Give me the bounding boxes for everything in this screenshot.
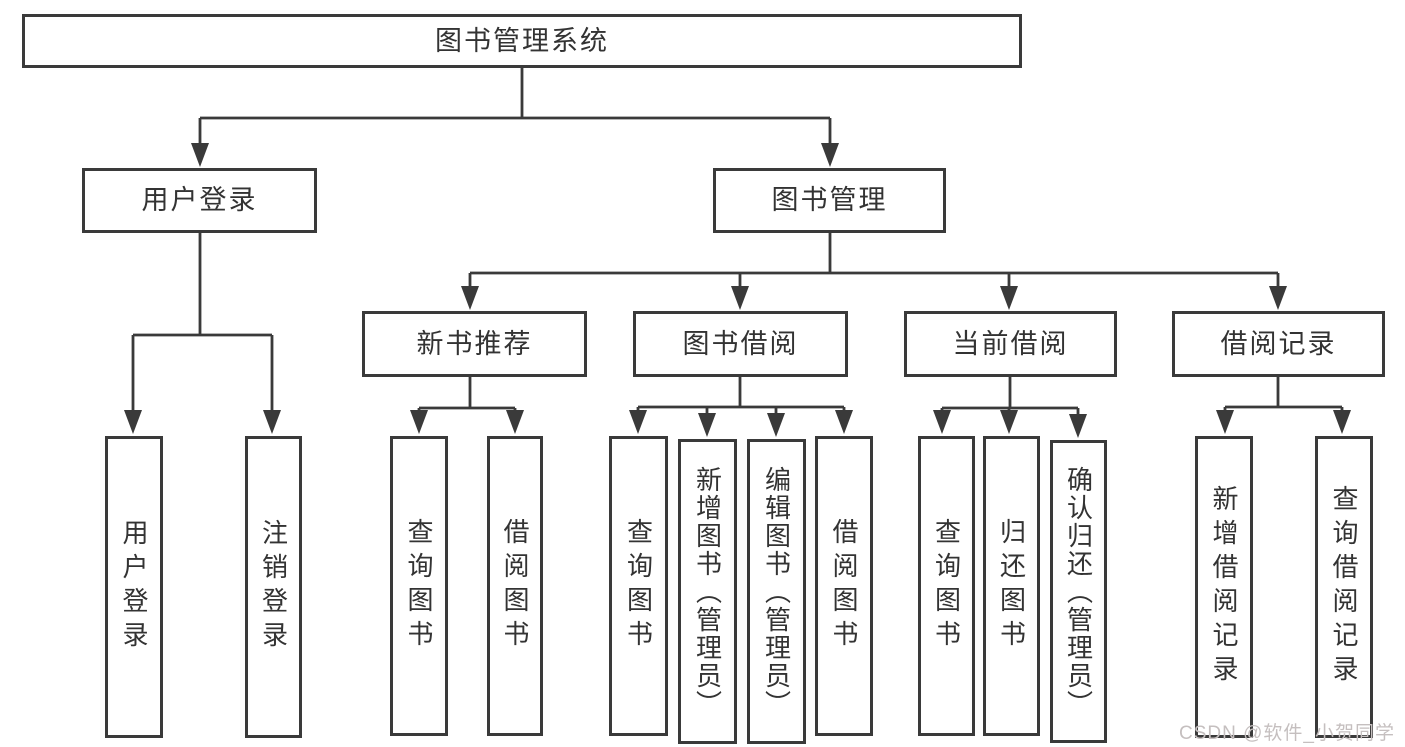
node-label: 借阅图书 — [500, 518, 530, 654]
connector-user-login-to-leaves — [124, 233, 281, 434]
leaf-borrow-books-1: 借阅图书 — [487, 436, 543, 736]
leaf-edit-book-admin: 编辑图书（管理员） — [747, 439, 806, 744]
leaf-query-books-1: 查询图书 — [390, 436, 448, 736]
node-label: 确认归还（管理员） — [1063, 465, 1094, 718]
connector-book-borrow-to-leaves — [629, 377, 853, 437]
node-label: 用户登录 — [119, 519, 149, 655]
node-label: 新增借阅记录 — [1209, 485, 1239, 689]
node-label: 查询图书 — [623, 518, 654, 654]
leaf-query-books-2: 查询图书 — [609, 436, 668, 736]
node-borrow-records: 借阅记录 — [1172, 311, 1385, 377]
node-new-book-recommend: 新书推荐 — [362, 311, 587, 377]
node-label: 归还图书 — [996, 518, 1027, 654]
leaf-user-login: 用户登录 — [105, 436, 163, 738]
node-label: 查询图书 — [404, 518, 434, 654]
connector-new-books-to-leaves — [410, 377, 524, 434]
node-label: 查询借阅记录 — [1329, 485, 1359, 689]
leaf-logout: 注销登录 — [245, 436, 302, 738]
node-book-borrow: 图书借阅 — [633, 311, 848, 377]
connector-book-management-to-level3 — [461, 233, 1287, 310]
node-label: 图书借阅 — [682, 328, 799, 359]
node-label: 新增图书（管理员） — [692, 465, 723, 718]
leaf-add-borrow-record: 新增借阅记录 — [1195, 436, 1253, 738]
node-label: 新书推荐 — [416, 328, 533, 359]
leaf-confirm-return-admin: 确认归还（管理员） — [1050, 440, 1107, 743]
node-label: 用户登录 — [141, 185, 258, 215]
node-label: 图书管理 — [771, 185, 888, 215]
connector-borrow-records-to-leaves — [1216, 377, 1351, 434]
node-label: 借阅记录 — [1220, 328, 1337, 359]
leaf-query-books-3: 查询图书 — [918, 436, 975, 736]
node-book-management: 图书管理 — [713, 168, 946, 233]
node-label: 图书管理系统 — [435, 25, 609, 56]
node-root-system: 图书管理系统 — [22, 14, 1022, 68]
node-current-borrow: 当前借阅 — [904, 311, 1117, 377]
node-label: 注销登录 — [258, 519, 289, 655]
node-user-login: 用户登录 — [82, 168, 317, 233]
leaf-return-books: 归还图书 — [983, 436, 1040, 736]
node-label: 查询图书 — [931, 518, 962, 654]
leaf-query-borrow-record: 查询借阅记录 — [1315, 436, 1373, 738]
node-label: 借阅图书 — [829, 518, 859, 654]
connector-root-to-level2 — [191, 68, 839, 167]
leaf-add-book-admin: 新增图书（管理员） — [678, 439, 737, 744]
csdn-watermark: CSDN @软件_小贺同学 — [1179, 723, 1395, 744]
node-label: 编辑图书（管理员） — [761, 465, 792, 718]
leaf-borrow-books-2: 借阅图书 — [815, 436, 873, 736]
node-label: 当前借阅 — [952, 328, 1069, 359]
connector-current-borrow-to-leaves — [933, 377, 1087, 438]
